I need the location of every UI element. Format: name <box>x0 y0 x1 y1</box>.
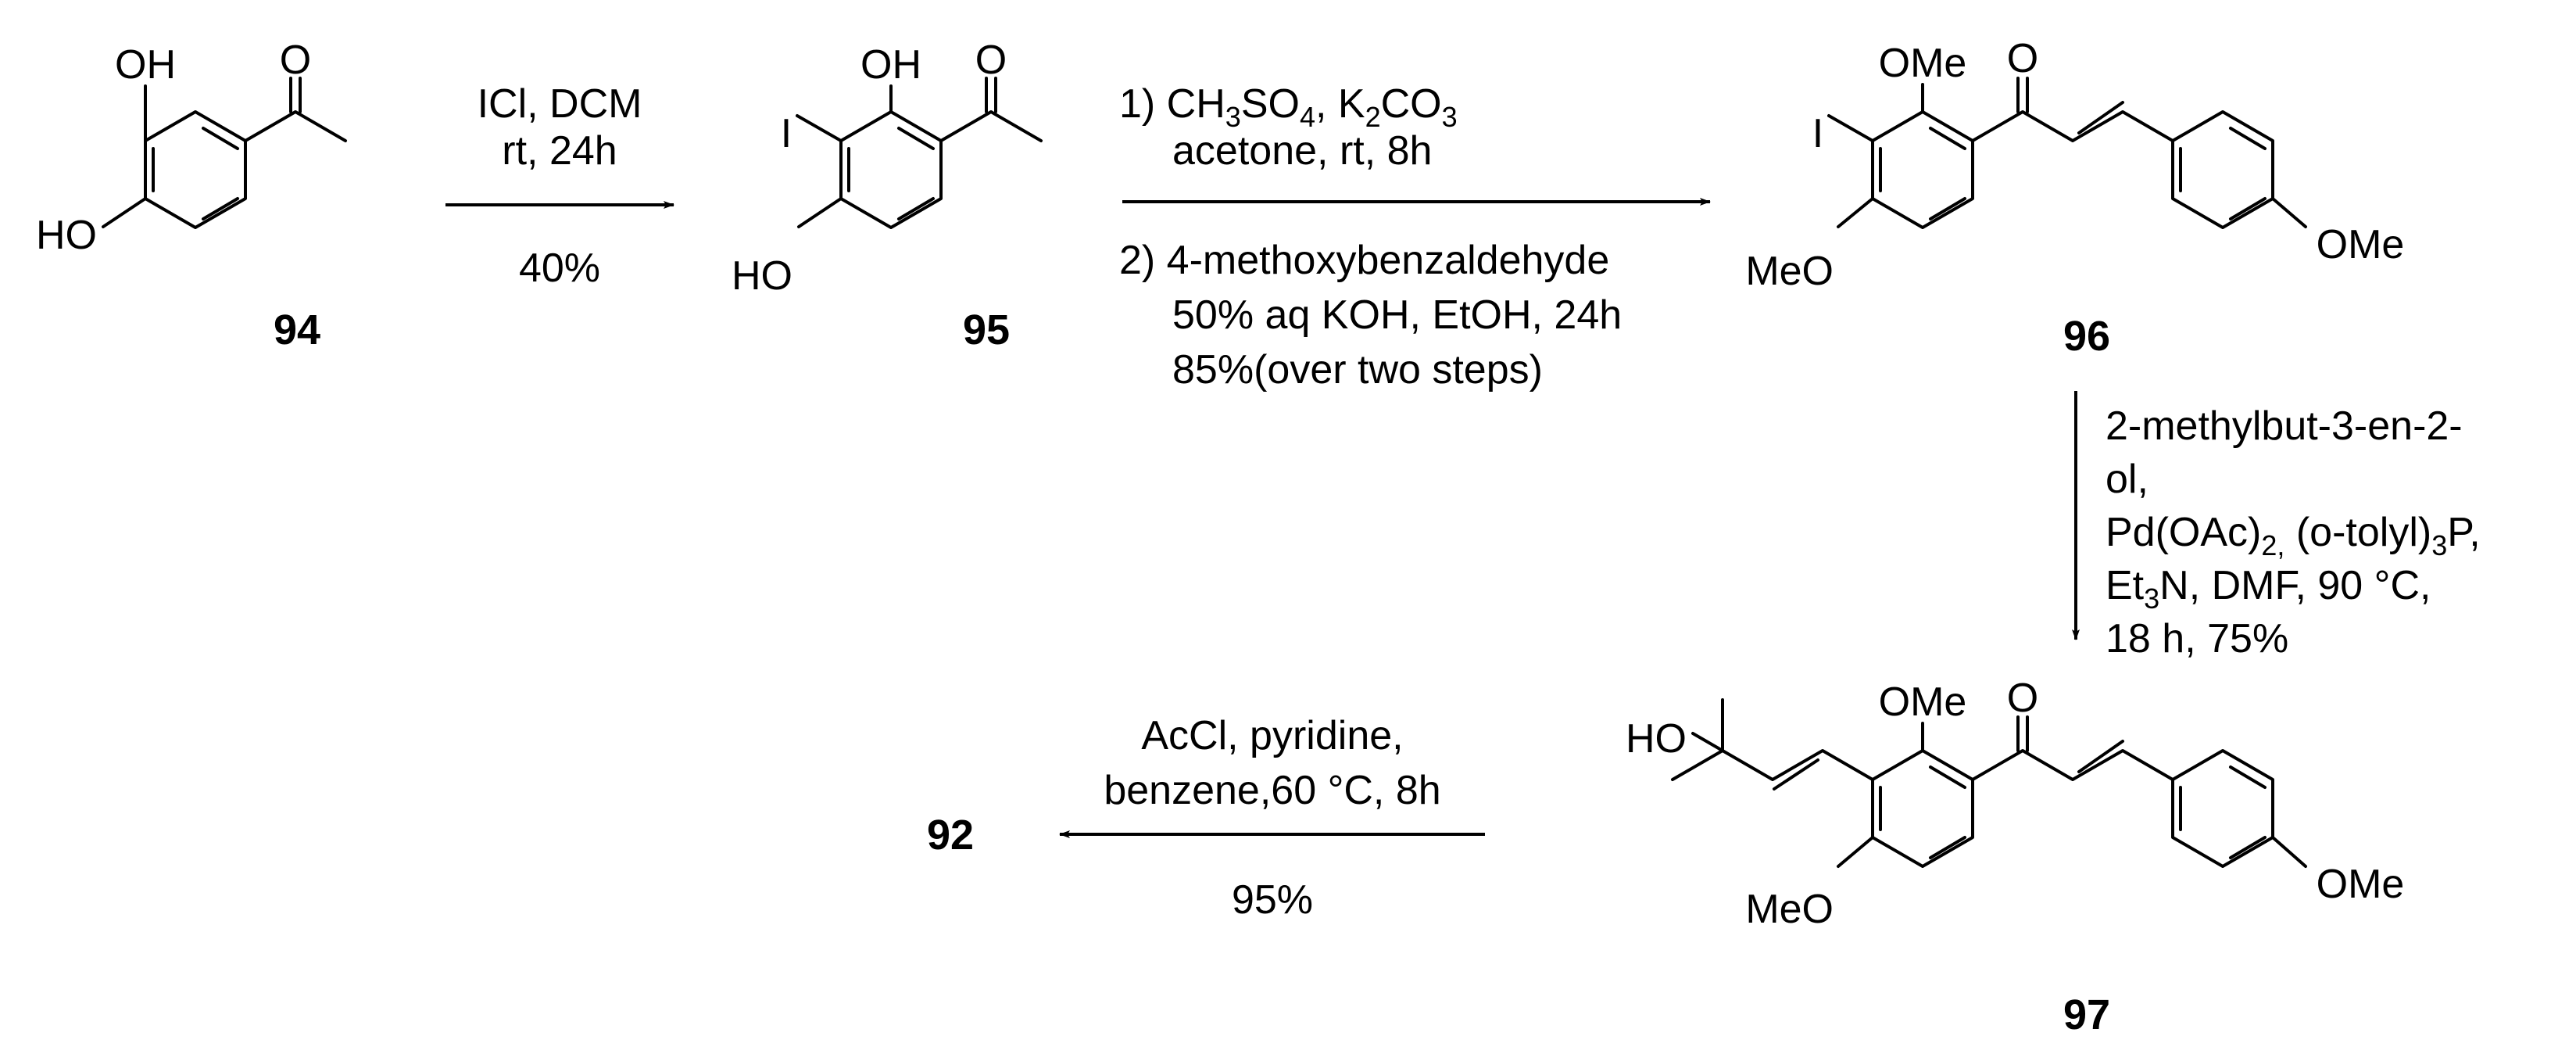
carbonyl-o-94: O <box>280 38 311 83</box>
svg-text:Pd(OAc)2, (o-tolyl)3P,: Pd(OAc)2, (o-tolyl)3P, <box>2106 510 2481 561</box>
hydroxyl-94-top: OH <box>115 42 176 88</box>
compound-96: OMe O I MeO OMe 96 <box>1745 36 2404 360</box>
carbonyl-o-95: O <box>975 38 1007 83</box>
conditions-step-3: 2-methylbut-3-en-2- ol, Pd(OAc)2, (o-tol… <box>2106 403 2481 661</box>
svg-text:ol,: ol, <box>2106 457 2148 502</box>
svg-text:1) CH3SO4, K2CO3: 1) CH3SO4, K2CO3 <box>1119 81 1458 133</box>
svg-text:2-methylbut-3-en-2-: 2-methylbut-3-en-2- <box>2106 403 2463 449</box>
svg-text:18 h, 75%: 18 h, 75% <box>2106 616 2288 661</box>
methoxy-96-top: OMe <box>1879 41 1967 86</box>
conditions-step-4: AcCl, pyridine, benzene,60 °C, 8h 95% <box>1104 713 1440 923</box>
label-95: 95 <box>963 307 1010 353</box>
svg-text:95%: 95% <box>1232 877 1313 923</box>
label-96: 96 <box>2063 313 2110 360</box>
compound-95: OH O I HO 95 <box>732 38 1043 353</box>
svg-text:40%: 40% <box>519 246 600 291</box>
svg-text:2) 4-methoxybenzaldehyde: 2) 4-methoxybenzaldehyde <box>1119 238 1609 283</box>
hydroxyl-95-left: HO <box>732 253 792 299</box>
svg-text:benzene,60 °C, 8h: benzene,60 °C, 8h <box>1104 768 1440 813</box>
ring-94 <box>144 110 247 229</box>
svg-text:Et3N, DMF, 90 °C,: Et3N, DMF, 90 °C, <box>2106 563 2431 615</box>
conditions-step-2: 1) CH3SO4, K2CO3 acetone, rt, 8h 2) 4-me… <box>1119 81 1622 393</box>
label-97: 97 <box>2063 991 2110 1038</box>
methoxy-97-top: OMe <box>1879 679 1967 725</box>
svg-text:ICl, DCM: ICl, DCM <box>478 81 642 127</box>
label-92: 92 <box>927 812 974 859</box>
svg-text:50% aq KOH, EtOH, 24h: 50% aq KOH, EtOH, 24h <box>1172 292 1622 338</box>
compound-97: HO OMe O MeO OMe 97 <box>1626 676 2404 1038</box>
svg-text:AcCl, pyridine,: AcCl, pyridine, <box>1141 713 1403 758</box>
methoxy-97-left: MeO <box>1745 887 1834 932</box>
methoxy-97-right: OMe <box>2317 862 2405 907</box>
svg-text:85%(over two steps): 85%(over two steps) <box>1172 347 1543 393</box>
compound-94: OH O HO 94 <box>36 38 347 353</box>
hydroxyl-95-top: OH <box>860 42 921 88</box>
methoxy-96-right: OMe <box>2317 222 2405 267</box>
hydroxyl-97: HO <box>1626 716 1687 762</box>
label-94: 94 <box>274 307 320 353</box>
svg-text:acetone, rt, 8h: acetone, rt, 8h <box>1172 128 1432 174</box>
iodo-95: I <box>781 111 792 156</box>
methoxy-96-left: MeO <box>1745 249 1834 294</box>
hydroxyl-94-left: HO <box>36 213 97 258</box>
carbonyl-o-96: O <box>2007 36 2038 81</box>
iodo-96: I <box>1812 111 1823 156</box>
conditions-step-1: ICl, DCM rt, 24h 40% <box>478 81 642 291</box>
carbonyl-o-97: O <box>2007 676 2038 721</box>
svg-text:rt, 24h: rt, 24h <box>502 128 617 174</box>
